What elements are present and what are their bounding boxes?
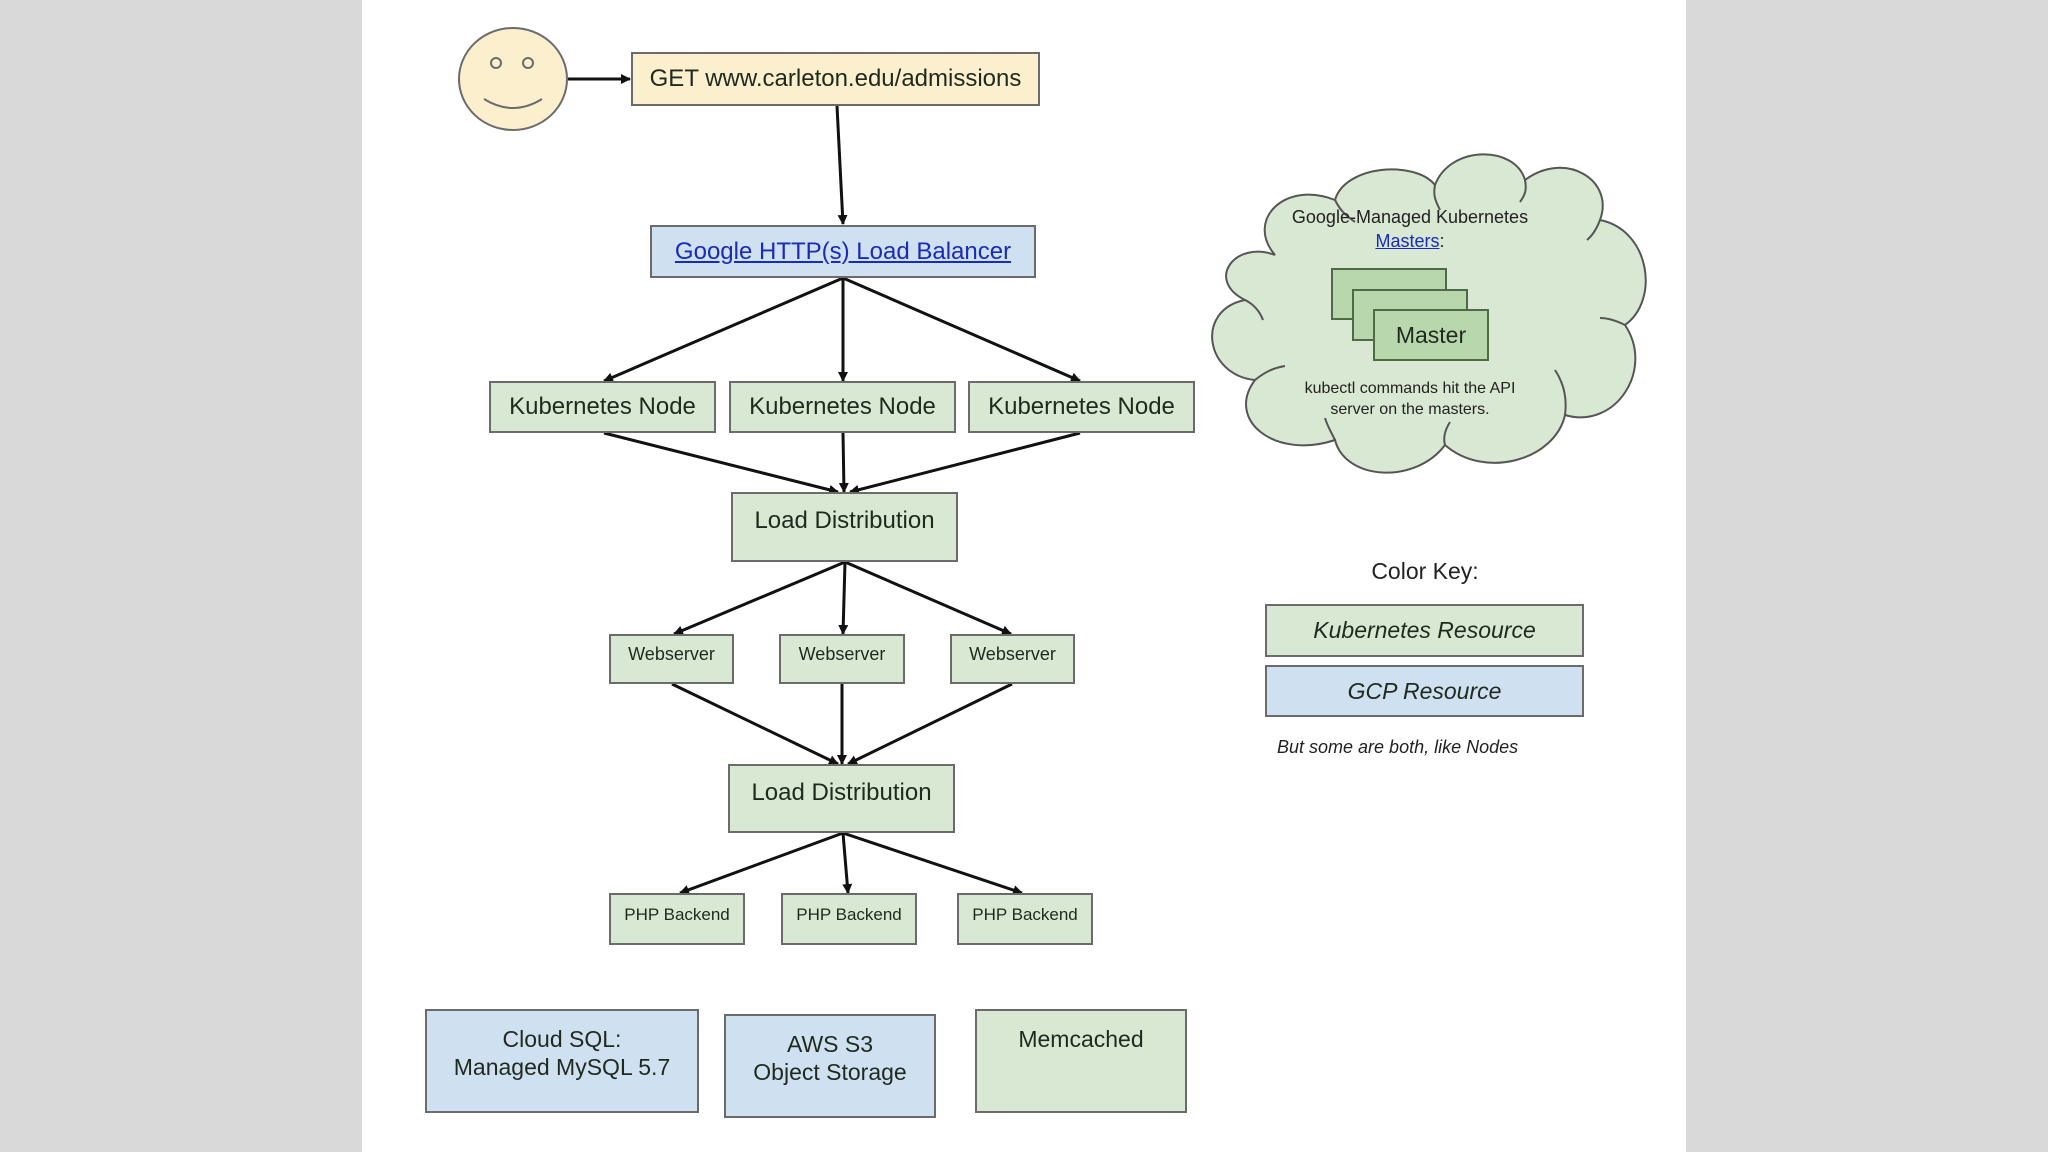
memcached-label: Memcached xyxy=(1018,1026,1144,1052)
kubernetes-node-1: Kubernetes Node xyxy=(489,381,716,433)
http-request-box: GET www.carleton.edu/admissions xyxy=(631,52,1040,106)
masters-cloud-title-text: Google-Managed Kubernetes xyxy=(1291,207,1529,227)
load-distribution-2: Load Distribution xyxy=(728,764,955,833)
php-backend-3: PHP Backend xyxy=(957,893,1093,945)
color-key-gcp: GCP Resource xyxy=(1265,665,1584,717)
webserver-2: Webserver xyxy=(779,634,905,684)
masters-cloud-caption: kubectl commands hit the API server on t… xyxy=(1240,378,1580,420)
load-balancer-link[interactable]: Google HTTP(s) Load Balancer xyxy=(674,237,1012,265)
color-key-kubernetes-label: Kubernetes Resource xyxy=(1313,617,1536,644)
aws-s3-title: AWS S3 xyxy=(786,1031,874,1057)
color-key-title: Color Key: xyxy=(1371,558,1479,584)
webserver-label: Webserver xyxy=(628,644,715,665)
color-key-kubernetes: Kubernetes Resource xyxy=(1265,604,1584,657)
master-label: Master xyxy=(1395,321,1467,348)
cloud-sql-box: Cloud SQL: Managed MySQL 5.7 xyxy=(425,1009,699,1113)
color-key-note: But some are both, like Nodes xyxy=(1277,737,1519,757)
masters-link[interactable]: Masters xyxy=(1375,231,1440,251)
kubernetes-node-label: Kubernetes Node xyxy=(988,393,1175,421)
aws-s3-subtitle: Object Storage xyxy=(753,1059,907,1086)
load-balancer-box: Google HTTP(s) Load Balancer xyxy=(650,225,1036,278)
webserver-label: Webserver xyxy=(969,644,1056,665)
aws-s3-box: AWS S3 Object Storage xyxy=(724,1014,936,1118)
php-backend-1: PHP Backend xyxy=(609,893,745,945)
kubernetes-node-label: Kubernetes Node xyxy=(509,393,696,421)
masters-caption-line-1: kubectl commands hit the API xyxy=(1304,380,1516,397)
masters-link-suffix: : xyxy=(1439,231,1445,251)
kubernetes-node-label: Kubernetes Node xyxy=(749,393,936,421)
load-distribution-label: Load Distribution xyxy=(754,507,935,534)
webserver-3: Webserver xyxy=(950,634,1075,684)
cloud-sql-subtitle: Managed MySQL 5.7 xyxy=(453,1054,671,1081)
php-backend-label: PHP Backend xyxy=(796,904,902,924)
user-smiley-icon xyxy=(458,27,568,131)
php-backend-label: PHP Backend xyxy=(972,904,1078,924)
cloud-sql-title: Cloud SQL: xyxy=(502,1026,622,1052)
masters-cloud-link-row: Masters: xyxy=(1240,231,1580,252)
load-distribution-label: Load Distribution xyxy=(751,779,932,806)
load-distribution-1: Load Distribution xyxy=(731,492,958,562)
master-card-front: Master xyxy=(1373,309,1489,361)
masters-caption-line-2: server on the masters. xyxy=(1330,401,1490,418)
memcached-box: Memcached xyxy=(975,1009,1187,1113)
webserver-label: Webserver xyxy=(798,644,886,665)
kubernetes-node-2: Kubernetes Node xyxy=(729,381,956,433)
php-backend-2: PHP Backend xyxy=(781,893,917,945)
color-key-gcp-label: GCP Resource xyxy=(1347,677,1502,704)
webserver-1: Webserver xyxy=(609,634,734,684)
http-request-label: GET www.carleton.edu/admissions xyxy=(649,65,1022,93)
masters-cloud-title: Google-Managed Kubernetes xyxy=(1240,207,1580,228)
kubernetes-node-3: Kubernetes Node xyxy=(968,381,1195,433)
php-backend-label: PHP Backend xyxy=(624,904,730,924)
